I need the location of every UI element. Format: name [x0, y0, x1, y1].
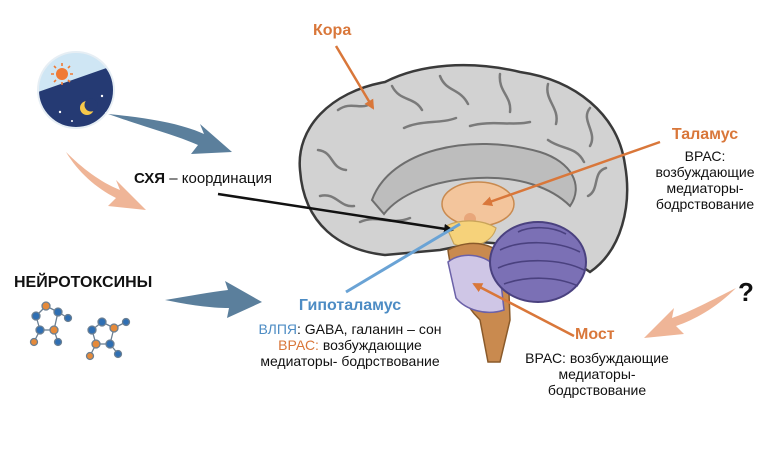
aras-text: возбуждающие [318, 337, 422, 354]
thalamus-label: Таламус [671, 126, 739, 143]
hypothalamus-description: ВЛПЯ: GABA, галанин – сон ВРАС: возбужда… [230, 321, 470, 369]
molecule-icon [29, 301, 73, 347]
hypothalamus-label: Гипоталамус [298, 297, 402, 314]
sch-abbr: СХЯ [134, 170, 166, 187]
cortex-pointer [334, 45, 375, 110]
sch-label: СХЯ – координация [134, 170, 272, 187]
neurotoxins-label: НЕЙРОТОКСИНЫ [14, 274, 153, 291]
question-mark: ? [738, 277, 754, 307]
pons-description: ВРАС: возбуждающие медиаторы- бодрствова… [506, 350, 688, 398]
question-to-pons-arrow [644, 288, 736, 338]
day-night-icon [37, 51, 115, 129]
hypothalamus-desc-line: медиаторы- бодрствование [260, 353, 440, 370]
pons-desc-line: медиаторы- [558, 366, 636, 383]
cortex-label: Кора [313, 22, 352, 39]
sch-text: – координация [165, 170, 273, 187]
hypothalamus-vlpo-line: ВЛПЯ: GABA, галанин – сон [230, 321, 470, 337]
thalamus-desc-line: бодрствование [655, 196, 755, 213]
pons-pointer [472, 282, 575, 338]
pons-desc-line: бодрствование [547, 382, 647, 399]
molecule-icon [85, 317, 131, 361]
thalamus-desc-line: медиаторы- [666, 180, 744, 197]
thalamus-desc-line: ВРАС: [684, 148, 726, 164]
thalamus-desc-line: возбуждающие [655, 164, 755, 181]
day-night-peach-arrow [66, 152, 146, 210]
hypothalamus-pointer [345, 222, 461, 294]
aras-abbr: ВРАС: [278, 337, 319, 354]
neurotoxins-to-hypothalamus-arrow [165, 281, 262, 318]
sch-pointer [217, 192, 454, 234]
pons-desc-line: ВРАС: возбуждающие [525, 350, 669, 366]
thalamus-pointer [482, 140, 661, 207]
vlpo-abbr: ВЛПЯ [258, 321, 297, 337]
vlpo-text: : GABA, галанин – сон [297, 321, 442, 337]
day-night-to-sch-arrow [108, 114, 232, 154]
pons-label: Мост [575, 326, 615, 343]
thalamus-description: ВРАС: возбуждающие медиаторы- бодрствова… [640, 148, 770, 212]
hypothalamus-aras-line: ВРАС: возбуждающие [230, 337, 470, 353]
